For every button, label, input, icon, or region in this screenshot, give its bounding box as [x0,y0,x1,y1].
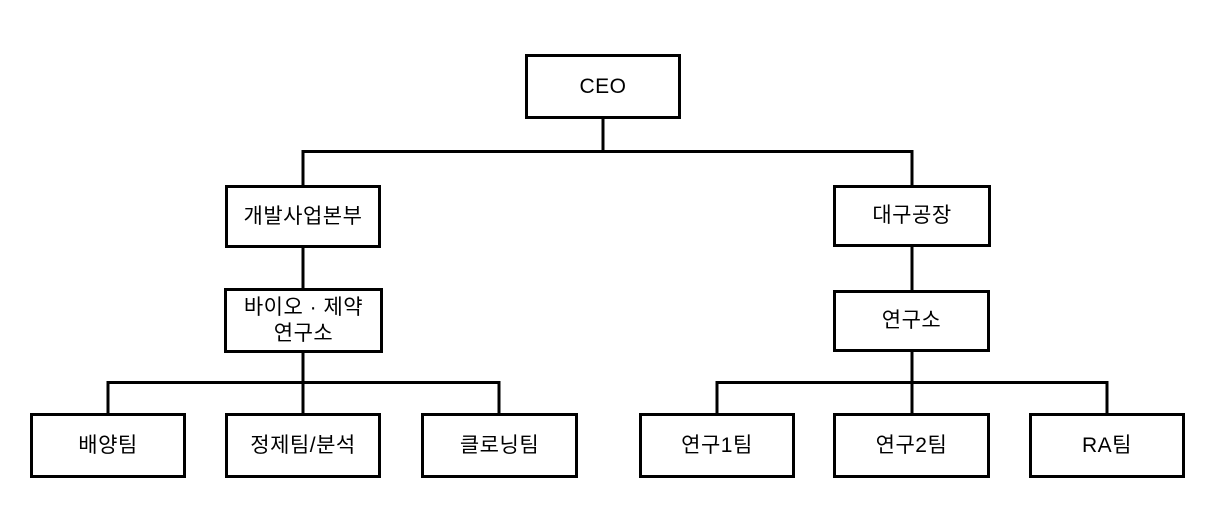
node-culture-team: 배양팀 [30,413,186,478]
node-research-team-1: 연구1팀 [639,413,795,478]
node-ceo-label: CEO [579,74,627,98]
node-dev-business-division-label: 개발사업본부 [243,204,363,228]
node-purification-analysis-team-label: 정제팀/분석 [250,433,356,457]
node-research-team-2-label: 연구2팀 [875,433,948,457]
node-culture-team-label: 배양팀 [78,433,138,457]
node-bio-pharma-research-center: 바이오 · 제약 연구소 [224,288,383,353]
node-research-center-label: 연구소 [881,309,942,333]
node-daegu-plant-label: 대구공장 [872,204,952,228]
node-cloning-team: 클로닝팀 [421,413,578,478]
node-research-team-2: 연구2팀 [833,413,990,478]
node-daegu-plant: 대구공장 [833,185,991,247]
node-bio-pharma-research-center-label: 바이오 · 제약 연구소 [243,296,364,345]
node-ra-team-label: RA팀 [1082,433,1132,457]
node-research-center: 연구소 [833,290,990,352]
node-ra-team: RA팀 [1029,413,1185,478]
node-dev-business-division: 개발사업본부 [225,185,381,248]
node-cloning-team-label: 클로닝팀 [459,433,540,457]
node-purification-analysis-team: 정제팀/분석 [225,413,381,478]
node-research-team-1-label: 연구1팀 [681,433,753,457]
node-ceo: CEO [525,54,681,119]
